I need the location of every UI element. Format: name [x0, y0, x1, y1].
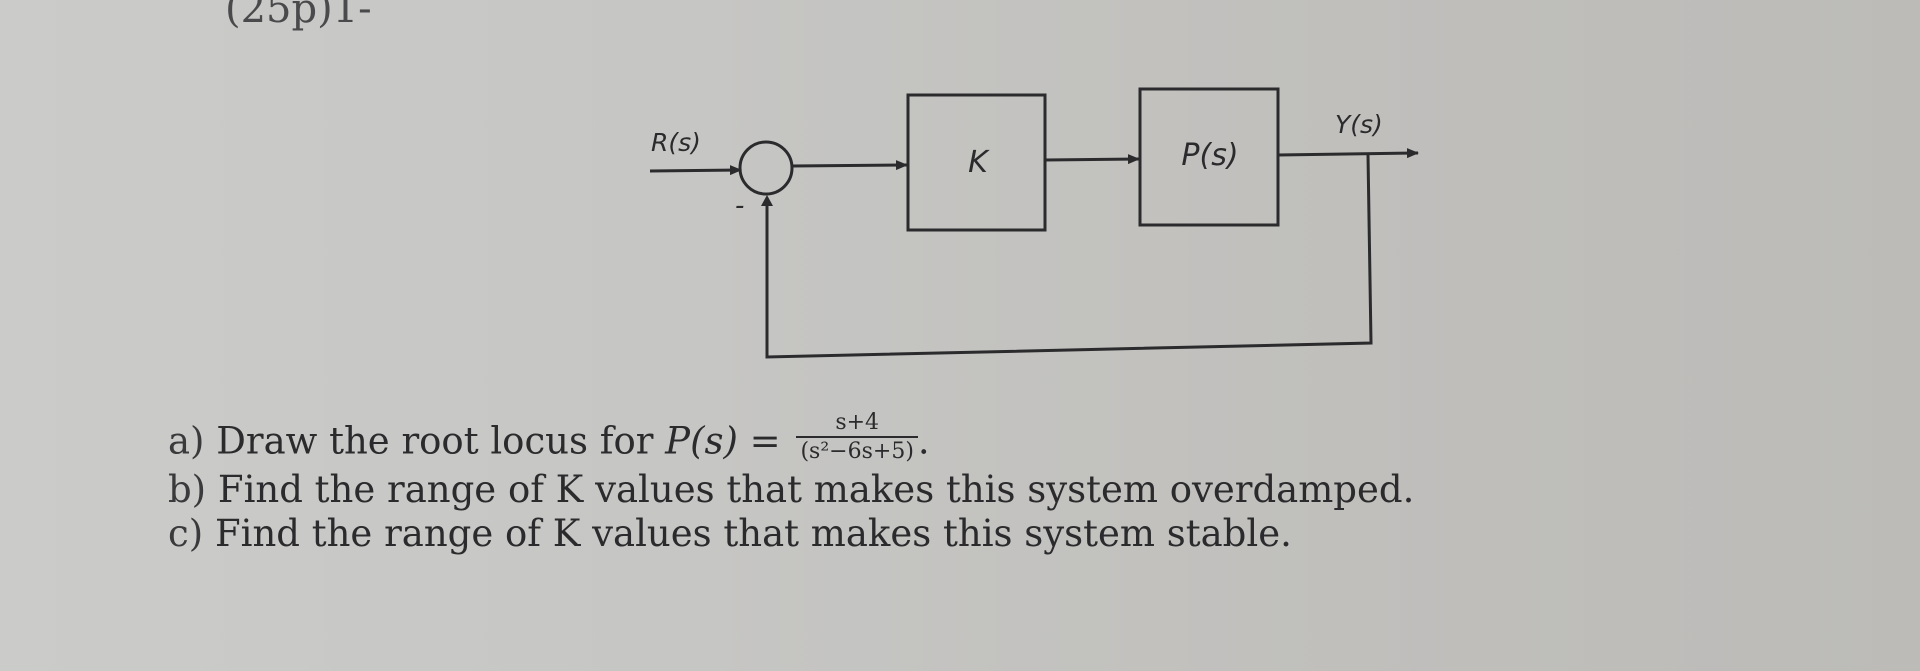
- problem-number: (25p)1-: [225, 0, 372, 32]
- input-label: R(s): [651, 128, 701, 157]
- question-a-text: Draw the root locus for: [216, 419, 654, 463]
- question-a-letter: a): [168, 419, 205, 463]
- summing-junction: [738, 140, 794, 196]
- plant-block: [1138, 87, 1280, 227]
- question-a-end: .: [917, 419, 930, 463]
- input-arrow: [649, 165, 742, 176]
- question-b-text: Find the range of K values that makes th…: [217, 468, 1415, 511]
- fraction-numerator: s+4: [796, 410, 918, 438]
- fraction-denominator: (s²−6s+5): [800, 439, 914, 464]
- controller-block: [906, 93, 1047, 232]
- feedback-sign: -: [735, 191, 744, 221]
- question-a: a) Draw the root locus for P(s) = s+4 (s…: [168, 410, 930, 472]
- output-arrow: [1277, 148, 1419, 159]
- question-a-function: P(s) =: [665, 419, 781, 463]
- output-label: Y(s): [1335, 110, 1383, 139]
- question-b-letter: b): [168, 468, 207, 511]
- feedback-path: [765, 154, 1373, 359]
- plant-block-label: P(s): [1181, 138, 1238, 173]
- question-c: c) Find the range of K values that makes…: [168, 512, 1292, 555]
- question-c-letter: c): [168, 512, 204, 555]
- error-signal-arrow: [791, 160, 908, 171]
- transfer-function-fraction: s+4 (s²−6s+5): [796, 410, 918, 466]
- question-b: b) Find the range of K values that makes…: [168, 468, 1414, 511]
- controller-block-label: K: [968, 145, 990, 180]
- feedback-arrowhead: [761, 195, 773, 206]
- question-c-text: Find the range of K values that makes th…: [214, 512, 1292, 555]
- control-signal-arrow: [1044, 154, 1140, 165]
